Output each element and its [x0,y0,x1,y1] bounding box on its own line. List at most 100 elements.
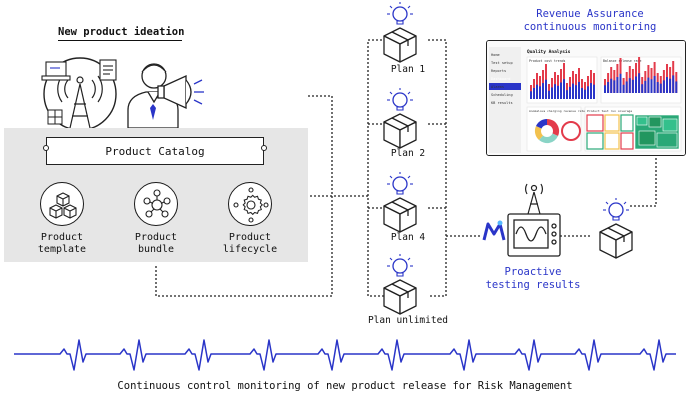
dashboard-bar [566,90,568,99]
plan-4-label: Plan 4 [390,232,426,243]
dashboard-sidebar-item[interactable]: Alarms [491,85,504,89]
release-box-icon [599,198,633,259]
panel-title-2: Balance release rate [603,59,641,63]
dashboard-bar [669,78,672,93]
panel-title-4: Product test run coverage [587,109,632,113]
dashboard-bar [644,80,647,93]
dashboard-bar [539,86,541,99]
product-template-node [40,182,84,226]
plan-unlimited-box-icon [383,253,417,315]
dashboard-bar [545,79,547,99]
dashboard-bar [587,86,589,99]
product-catalog-box: Product Catalog [46,137,264,165]
bundle-network-icon [143,189,171,218]
proactive-testing-label: Proactive testing results [470,266,596,292]
ideation-title-underline [58,40,182,41]
dashboard-bar [607,82,610,93]
dashboard-bar [536,84,538,99]
dashboard-bar [563,79,565,99]
dashboard-bar [625,81,628,93]
dashboard-title: Quality Analysis [527,49,571,55]
dashboard-bar [557,85,559,99]
dashboard-bar [551,87,553,99]
dashboard-bar [578,81,580,99]
dashboard-sidebar-item[interactable]: Dashboard [491,77,511,81]
dashboard-bar [572,83,574,99]
revenue-title-line2: continuous monitoring [523,21,657,33]
dashboard-bar [548,90,550,99]
ideation-title: New product ideation [58,26,185,38]
dashboard-bar [530,91,532,99]
product-lifecycle-node [228,182,272,226]
dashboard-bar [653,75,656,93]
revenue-title-line1: Revenue Assurance [536,8,644,20]
dashboard-bar [659,83,662,93]
product-bundle-label: Product bundle [122,232,190,256]
dashboard-bar [638,73,641,93]
dashboard-bar [593,84,595,99]
revenue-dashboard-monitor: Quality Analysis Product cost trends Bal… [486,40,686,156]
dashboard-sidebar-item[interactable]: Reports [491,69,507,73]
product-lifecycle-label-line1: Product [228,232,272,243]
dashboard-bar [675,81,678,93]
product-bundle-label-line2: bundle [137,244,175,255]
panel-title-3: Anomalous charging revenue rate [529,109,585,113]
dashboard-sidebar-item[interactable]: Home [491,53,500,57]
dashboard-bar [613,80,616,93]
product-lifecycle-label: Product lifecycle [214,232,286,256]
dashboard-sidebar-item[interactable]: KB results [491,101,513,105]
dashboard-bar [672,75,675,93]
dashboard-bar [635,76,637,93]
product-template-label-line2: template [37,244,87,255]
dashboard-bar [610,78,613,93]
dashboard-sidebar-item[interactable]: Scheduling [491,93,513,97]
proactive-line1: Proactive [504,266,562,278]
revenue-pie [534,118,560,144]
dashboard-sidebar-item[interactable]: Test setup [491,61,513,65]
test-equipment-icon [482,183,561,257]
dashboard-bar [647,77,650,93]
brand-m-logo-icon [482,220,506,241]
dashboard-screen: Quality Analysis Product cost trends Bal… [487,41,685,155]
dashboard-bar [581,88,583,99]
catalog-box-connectors [43,145,267,151]
bottom-caption: Continuous control monitoring of new pro… [117,380,573,392]
dashboard-bar [622,84,625,93]
plan-4-box-icon [383,171,417,233]
dashboard-bar [616,77,619,93]
dashboard-bar [590,83,592,99]
dashboard-bar [560,82,562,99]
coverage-treemap [586,114,680,150]
person-megaphone-icon [127,63,204,129]
product-lifecycle-label-line2: lifecycle [222,244,278,255]
dashboard-bar [575,85,577,99]
dashboard-bar [569,86,571,99]
dashboard-bar [584,89,586,99]
product-bundle-label-line1: Product [134,232,178,243]
product-template-label: Product template [28,232,96,256]
dashboard-bar [666,77,668,93]
heartbeat-line [14,339,676,371]
proactive-line2: testing results [485,279,581,291]
release-bars [604,57,678,93]
dashboard-bar [619,73,622,93]
panel-title-1: Product cost trends [529,59,566,63]
product-catalog-title: Product Catalog [105,144,205,158]
plan-2-box-icon [383,87,417,149]
plan-1-box-icon [383,1,417,63]
plan-1-label: Plan 1 [390,64,426,75]
cubes-icon [49,192,77,219]
lifecycle-gear-icon [233,187,269,223]
dashboard-bar [604,85,606,93]
plan-unlimited-label: Plan unlimited [367,315,449,326]
product-template-label-line1: Product [40,232,84,243]
dashboard-bar [641,84,644,93]
network-antenna-icon [41,57,117,131]
revenue-assurance-title: Revenue Assurance continuous monitoring [492,8,688,34]
dashboard-bar [554,84,556,99]
plan-2-label: Plan 2 [390,148,426,159]
dashboard-bar [656,82,659,93]
dashboard-bar [662,80,665,93]
dashboard-bar [628,78,631,93]
